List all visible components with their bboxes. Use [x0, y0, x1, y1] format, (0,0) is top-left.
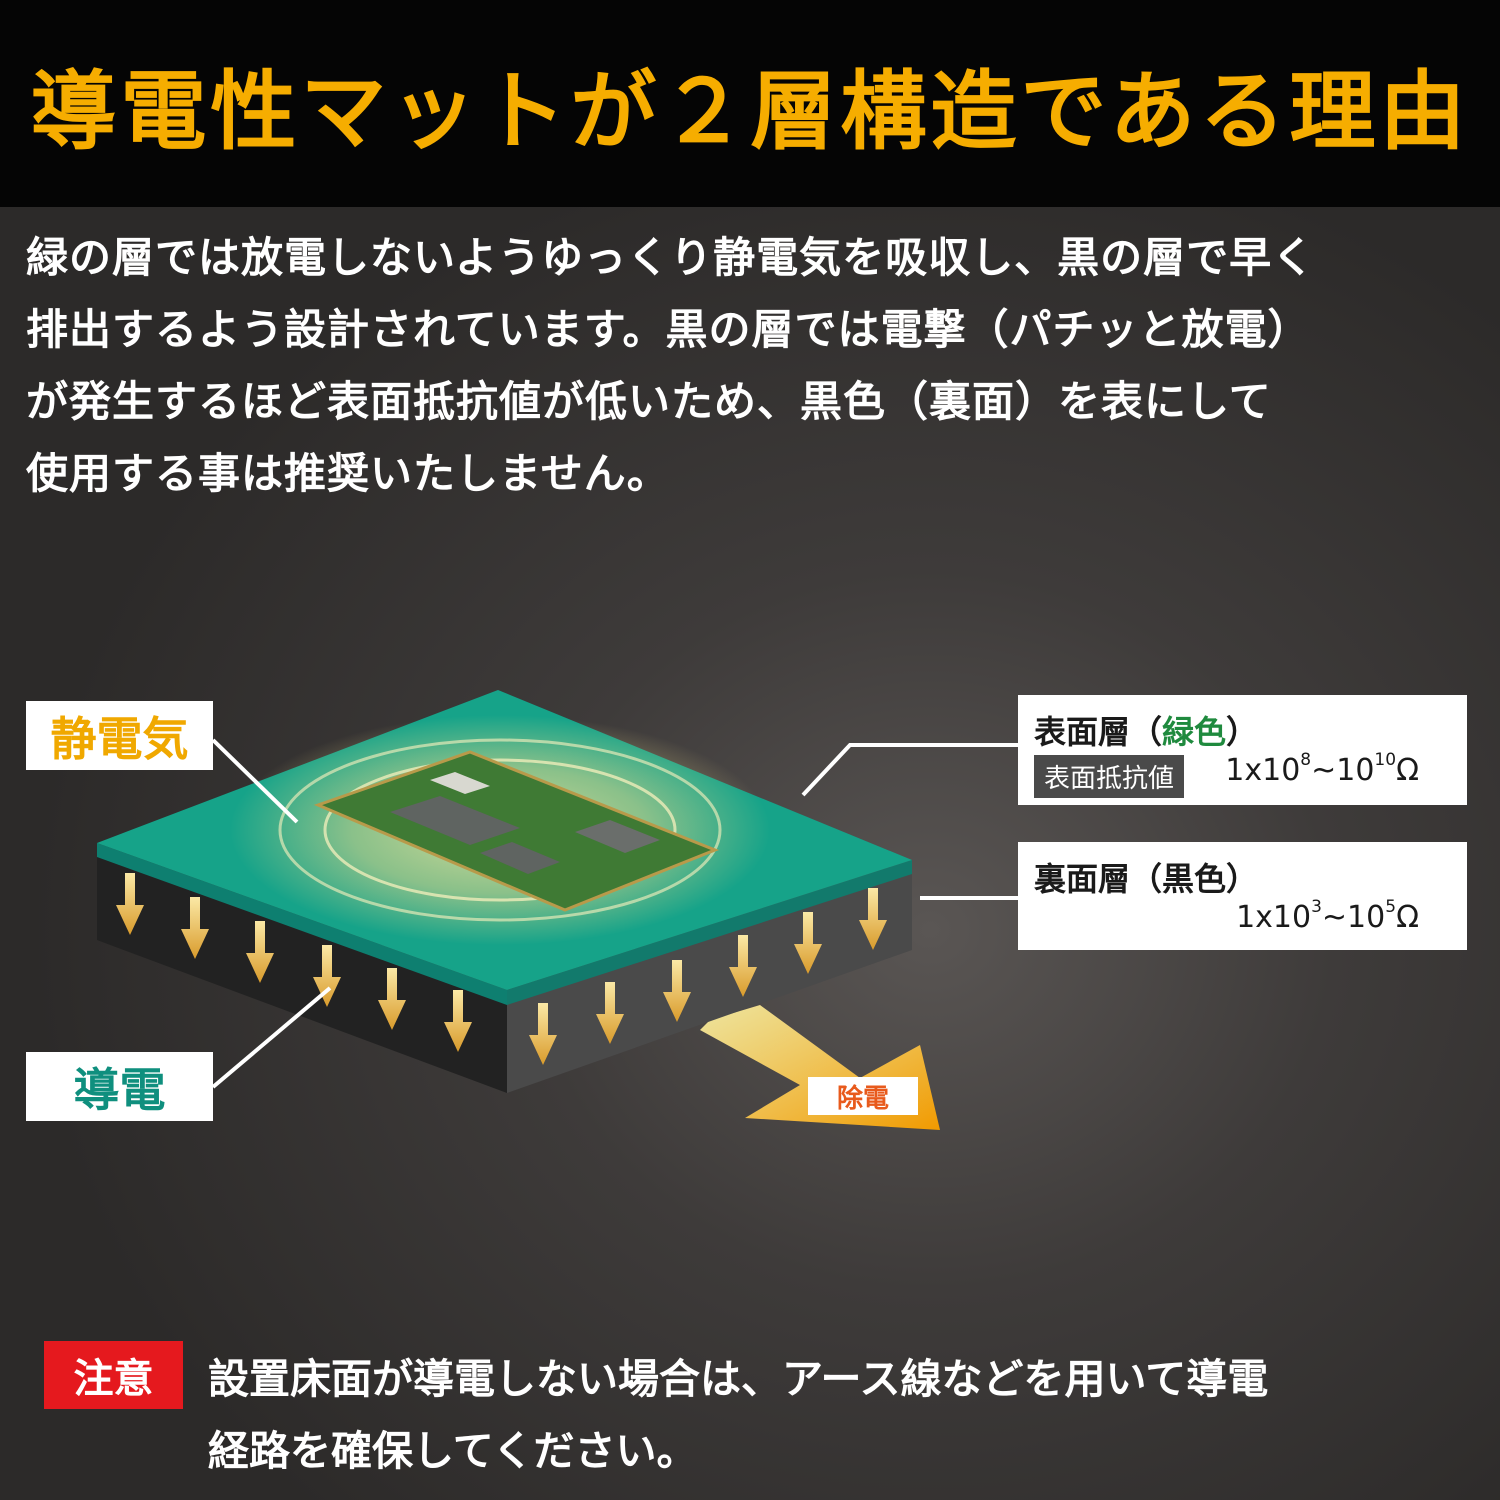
down-arrow: [246, 921, 274, 983]
value-exponent: 10: [1374, 750, 1397, 770]
value-exponent: 3: [1311, 897, 1322, 917]
intro-line: が発生するほど表面抵抗値が低いため、黒色（裏面）を表にして: [26, 377, 1272, 426]
front-layer-resistance-value: 1x108~1010Ω: [1225, 750, 1419, 788]
back-layer-resistance-value: 1x103~105Ω: [1236, 897, 1419, 935]
intro-line: 緑の層では放電しないようゆっくり静電気を吸収し、黒の層で早く: [26, 233, 1316, 282]
conduction-arrows: [116, 873, 887, 1065]
mat-diagram: [0, 660, 1500, 1180]
value-unit: Ω: [1396, 900, 1419, 935]
down-arrow: [378, 968, 406, 1030]
circuit-board-chip: [430, 772, 490, 794]
down-arrow: [859, 888, 887, 950]
down-arrow: [116, 873, 144, 935]
down-arrow: [794, 912, 822, 974]
value-base: 1x10: [1225, 753, 1301, 788]
front-layer-title: 表面層（緑色）: [1034, 707, 1258, 753]
down-arrow: [663, 960, 691, 1022]
page-title: 導電性マットが２層構造である理由: [30, 62, 1470, 162]
caution-badge: 注意: [44, 1341, 183, 1409]
value-exponent: 5: [1385, 897, 1397, 917]
front-layer-title-suffix: ）: [1226, 713, 1259, 751]
down-arrow: [729, 935, 757, 997]
front-layer-title-color: 緑色: [1162, 713, 1227, 751]
circuit-board-chip: [480, 842, 560, 874]
circuit-board-chip: [575, 820, 660, 853]
down-arrow: [181, 897, 209, 959]
down-arrow: [444, 990, 472, 1052]
leader-line-conduction: [211, 986, 332, 1089]
caution-line: 設置床面が導電しない場合は、アース線などを用いて導電: [208, 1355, 1269, 1403]
caution-line: 経路を確保してください。: [208, 1427, 698, 1475]
down-arrow: [529, 1003, 557, 1065]
back-layer-box: 裏面層（黒色） 1x103~105Ω: [1018, 842, 1467, 950]
front-layer-title-prefix: 表面層（: [1034, 713, 1163, 751]
glow-ring: [278, 738, 722, 922]
discharge-label: 除電: [808, 1077, 918, 1115]
intro-text: 緑の層では放電しないようゆっくり静電気を吸収し、黒の層で早く 排出するよう設計さ…: [26, 222, 1476, 510]
value-separator: ~10: [1311, 753, 1375, 788]
green-layer-edge-left: [97, 843, 507, 1005]
green-layer-edge-right: [507, 860, 912, 1005]
mat-illustration: [97, 690, 1018, 1130]
header-bar: 導電性マットが２層構造である理由: [0, 0, 1500, 207]
leader-line-front: [801, 743, 1018, 797]
leader-line-static: [211, 738, 299, 824]
circuit-board: [313, 750, 720, 912]
down-arrow: [596, 982, 624, 1044]
front-layer-box: 表面層（緑色） 表面抵抗値 1x108~1010Ω: [1018, 695, 1467, 805]
glow-ring: [323, 758, 677, 902]
conduction-label: 導電: [26, 1052, 213, 1121]
intro-line: 使用する事は推奨いたしません。: [26, 449, 670, 498]
value-separator: ~10: [1321, 900, 1386, 935]
caution-text: 設置床面が導電しない場合は、アース線などを用いて導電 経路を確保してください。: [208, 1343, 1468, 1487]
intro-line: 排出するよう設計されています。黒の層では電撃（パチッと放電）: [26, 305, 1311, 354]
static-electricity-label: 静電気: [26, 701, 213, 770]
value-unit: Ω: [1396, 753, 1419, 788]
circuit-board-chip: [390, 796, 520, 845]
down-arrow: [313, 945, 341, 1007]
back-layer-title: 裏面層（黒色）: [1034, 860, 1259, 898]
value-exponent: 8: [1300, 750, 1312, 770]
resistance-label: 表面抵抗値: [1034, 755, 1185, 798]
value-base: 1x10: [1236, 900, 1312, 935]
